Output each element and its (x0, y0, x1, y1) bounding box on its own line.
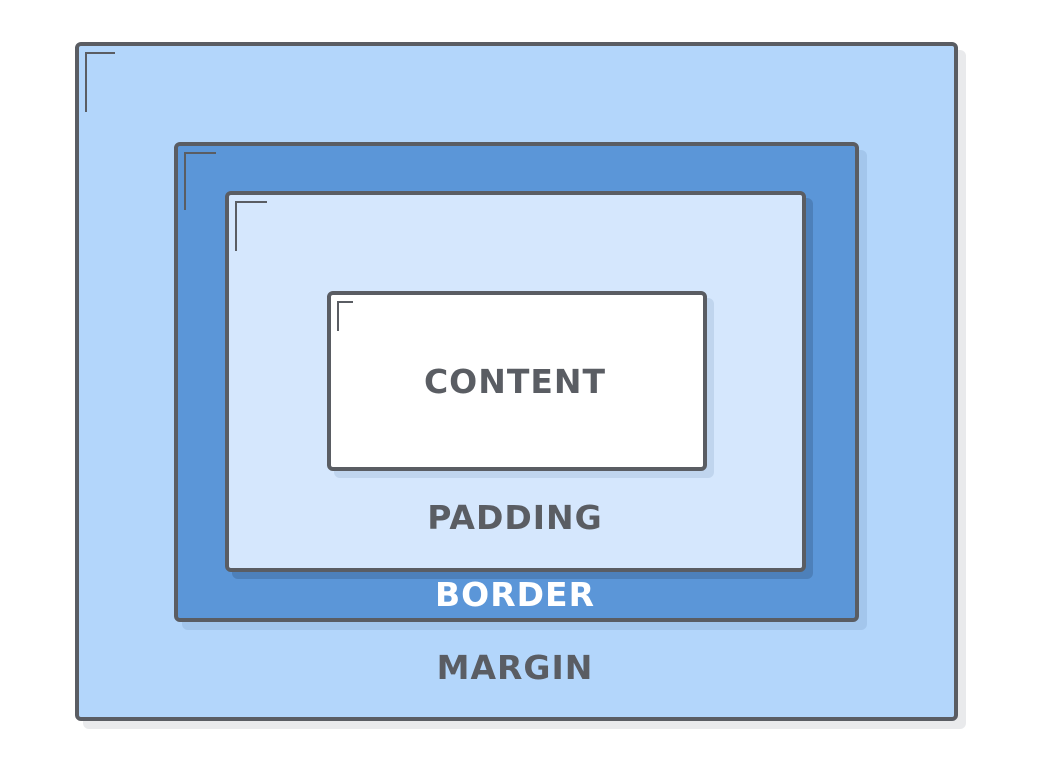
content-label: CONTENT (423, 362, 607, 401)
border-label: BORDER (435, 575, 595, 614)
content-box (327, 291, 707, 471)
padding-label: PADDING (427, 498, 603, 537)
margin-label: MARGIN (436, 648, 594, 687)
